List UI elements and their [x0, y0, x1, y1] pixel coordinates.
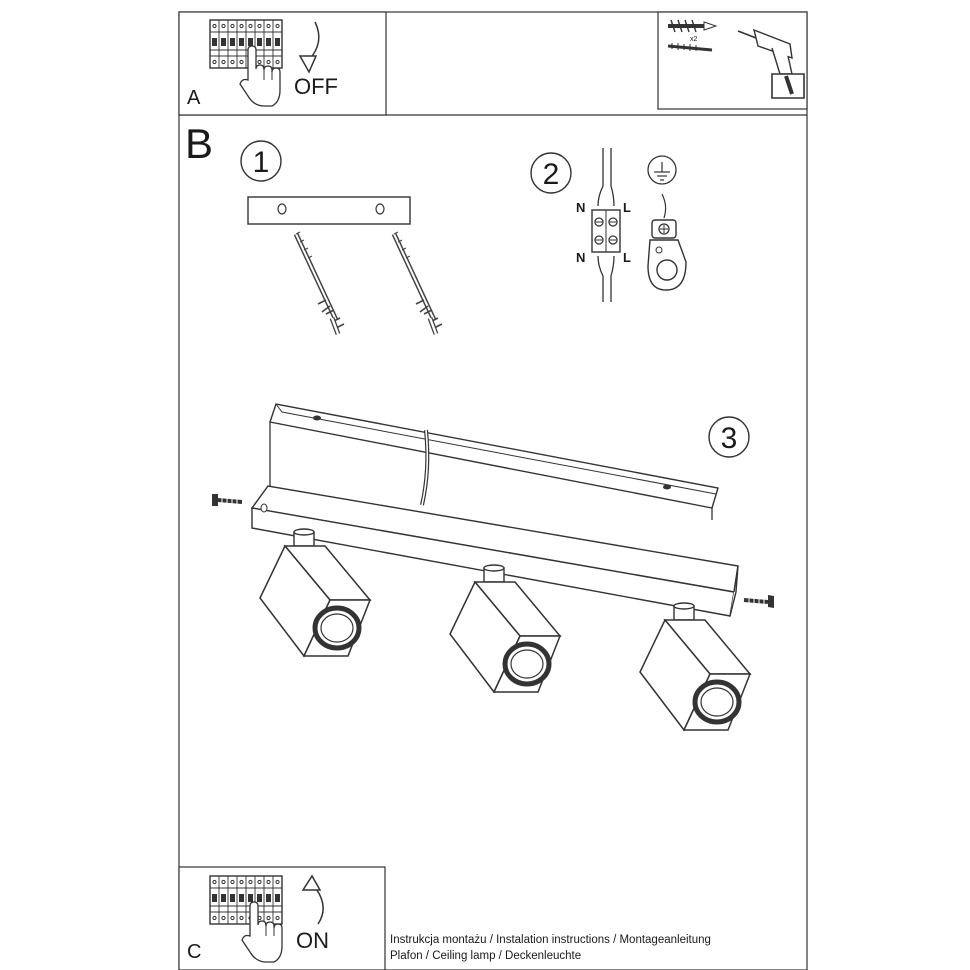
step-2-number: 2: [543, 158, 560, 191]
step-3-number: 3: [721, 422, 738, 455]
wall-plug-right-icon: [394, 232, 442, 334]
step-1-badge: [240, 140, 282, 182]
spotlight-left: [260, 529, 370, 656]
panel-c-letter: C: [187, 941, 201, 963]
ground-symbol-icon: [647, 155, 677, 185]
wire-label-n-top: N: [576, 200, 585, 215]
lamp-base-rail: [250, 485, 739, 617]
panel-a-letter: A: [187, 87, 201, 109]
tools-panel: x2: [657, 11, 808, 110]
panel-a: OFF A: [178, 11, 387, 116]
step-2-badge: [530, 152, 572, 194]
step-2: 2 N L N L: [530, 148, 687, 302]
spotlight-center: [450, 565, 560, 692]
wire-label-l-bottom: L: [623, 250, 631, 265]
breaker-box-icon-c: [209, 875, 283, 925]
screw-icon: [667, 43, 713, 52]
panel-c: ON C: [178, 866, 386, 970]
spotlight-right: [640, 603, 750, 730]
tools-qty: x2: [690, 36, 698, 43]
side-screw-right-icon: [743, 595, 774, 608]
arrow-up-head-icon: [301, 874, 322, 891]
panel-b-letter: B: [185, 120, 213, 167]
ceiling-bracket: [269, 403, 719, 520]
ground-terminal-icon: [647, 193, 687, 291]
wire-label-n-bottom: N: [576, 250, 585, 265]
sheet-border: [178, 11, 808, 970]
arrow-down-head-icon: [298, 55, 318, 74]
step-3: 3: [212, 403, 774, 730]
wire-label-l-top: L: [623, 200, 631, 215]
wall-plug-left-icon: [296, 232, 344, 334]
side-screw-left-icon: [212, 494, 243, 506]
wall-plug-icon: [668, 19, 718, 33]
panel-a-state: OFF: [294, 74, 338, 99]
mounting-hole-left: [277, 203, 287, 215]
terminal-block-icon: [591, 148, 621, 302]
step-1-number: 1: [253, 146, 270, 179]
step-3-badge: [708, 416, 750, 458]
footer-product: Plafon / Ceiling lamp / Deckenleuchte: [390, 950, 582, 962]
drill-icon: [737, 28, 805, 99]
footer-title: Instrukcja montażu / Instalation instruc…: [390, 934, 711, 946]
mounting-plate: [247, 196, 411, 225]
mounting-hole-right: [375, 203, 385, 215]
panel-c-state: ON: [296, 928, 329, 953]
breaker-box-icon: [209, 19, 283, 69]
step-1: 1: [240, 140, 442, 334]
